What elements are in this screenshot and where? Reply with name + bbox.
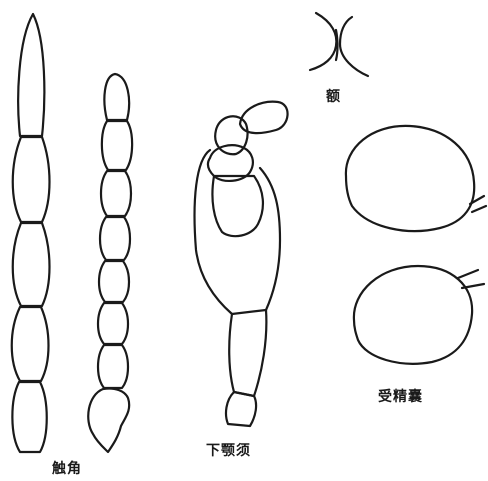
- spermatheca-upper-drawing: [346, 126, 486, 231]
- maxillary-palp-main-body: [195, 150, 280, 314]
- maxillary-palp-inner-lobe: [212, 176, 263, 236]
- antenna-long-segment-2: [13, 137, 50, 222]
- antenna-beaded-drawing: [88, 74, 132, 452]
- antenna-beaded-segment-2: [102, 121, 132, 170]
- spermatheca-upper-capsule: [346, 126, 474, 231]
- antenna-long-segment-4: [12, 307, 49, 381]
- maxillary-palp-base-segment: [226, 392, 256, 426]
- frons-right-curve: [340, 17, 368, 76]
- antenna-beaded-segment-1: [104, 74, 129, 120]
- maxillary-palp-label: 下颚须: [206, 440, 251, 460]
- antenna-long-segment-5: [12, 382, 46, 452]
- spermatheca-label: 受精囊: [378, 386, 423, 406]
- antenna-long-drawing: [12, 14, 50, 452]
- maxillary-palp-lower-segment: [229, 310, 266, 396]
- antenna-beaded-segment-8: [88, 388, 129, 452]
- antenna-long-segment-1: [18, 14, 44, 136]
- maxillary-palp-drawing: [195, 102, 288, 426]
- antenna-beaded-segment-4: [100, 217, 130, 260]
- antenna-beaded-segment-7: [98, 345, 128, 388]
- spermatheca-lower-duct: [458, 270, 484, 288]
- antenna-beaded-segment-3: [101, 171, 131, 216]
- antenna-label: 触角: [52, 458, 82, 478]
- frons-drawing: [310, 13, 368, 76]
- frons-left-curve: [310, 13, 336, 70]
- frons-label: 额: [326, 86, 341, 106]
- antenna-long-segment-3: [13, 223, 50, 306]
- spermatheca-lower-drawing: [354, 266, 484, 364]
- antenna-beaded-segment-6: [98, 303, 128, 344]
- antenna-beaded-segment-5: [99, 261, 129, 302]
- spermatheca-lower-capsule: [354, 266, 472, 364]
